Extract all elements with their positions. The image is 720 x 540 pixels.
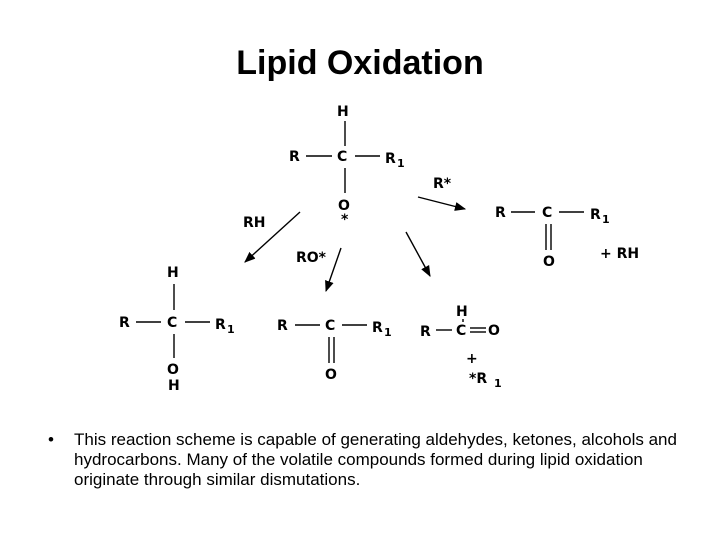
atom-R-top: R — [289, 149, 300, 165]
atom-C-top: C — [337, 149, 347, 165]
atom-R1-top: R — [385, 151, 396, 167]
atom-H-top: H — [337, 104, 349, 120]
arrow-to-bottom-ketone — [325, 247, 342, 293]
atom-R-ketone: R — [495, 205, 506, 221]
label-RH: RH — [243, 215, 266, 231]
atom-R1-ketone-sub: 1 — [602, 213, 610, 226]
atom-R-bketone: R — [277, 318, 288, 334]
bottom-ketone-molecule: R C R 1 O — [277, 318, 392, 383]
atom-R1-ketone: R — [590, 207, 601, 223]
label-starR1-sub: 1 — [494, 377, 502, 390]
arrow-to-ketone — [417, 196, 467, 211]
atom-R1-alcohol: R — [215, 317, 226, 333]
atom-R1-bketone: R — [372, 320, 383, 336]
atom-H-alcohol-OH: H — [168, 378, 180, 394]
atom-C-bketone: C — [325, 318, 335, 334]
atom-O-top: O — [338, 198, 350, 214]
arrow-to-aldehyde — [405, 231, 431, 277]
atom-R1-top-sub: 1 — [397, 157, 405, 170]
arrow-to-alcohol — [244, 211, 301, 263]
label-ROstar: RO* — [296, 250, 327, 266]
atom-R-alcohol: R — [119, 315, 130, 331]
bullet-marker: • — [48, 430, 54, 449]
alcohol-molecule: H R C R 1 O H — [119, 265, 235, 394]
label-starR1: *R — [469, 371, 487, 387]
atom-O-alcohol: O — [167, 362, 179, 378]
bullet-point: • This reaction scheme is capable of gen… — [48, 430, 698, 490]
aldehyde-molecule: H R C O + *R 1 — [420, 304, 502, 390]
atom-C-alcohol: C — [167, 315, 177, 331]
atom-O-bketone: O — [325, 367, 337, 383]
slide-title: Lipid Oxidation — [236, 44, 484, 82]
plus-RH-right: + RH — [600, 246, 639, 262]
alkoxy-radical-molecule: H R C R 1 O * — [289, 104, 405, 228]
atom-O-aldehyde: O — [488, 323, 500, 339]
bullet-text: This reaction scheme is capable of gener… — [74, 430, 677, 489]
atom-H-alcohol: H — [167, 265, 179, 281]
ketone-molecule: R C R 1 O + RH — [495, 205, 639, 270]
atom-R1-alcohol-sub: 1 — [227, 323, 235, 336]
plus-aldehyde: + — [466, 351, 478, 367]
atom-C-aldehyde: C — [456, 323, 466, 339]
label-Rstar: R* — [433, 176, 452, 192]
atom-R-aldehyde: R — [420, 324, 431, 340]
radical-star-top: * — [341, 212, 349, 228]
atom-C-ketone: C — [542, 205, 552, 221]
atom-H-aldehyde: H — [456, 304, 468, 320]
atom-R1-bketone-sub: 1 — [384, 326, 392, 339]
atom-O-ketone: O — [543, 254, 555, 270]
